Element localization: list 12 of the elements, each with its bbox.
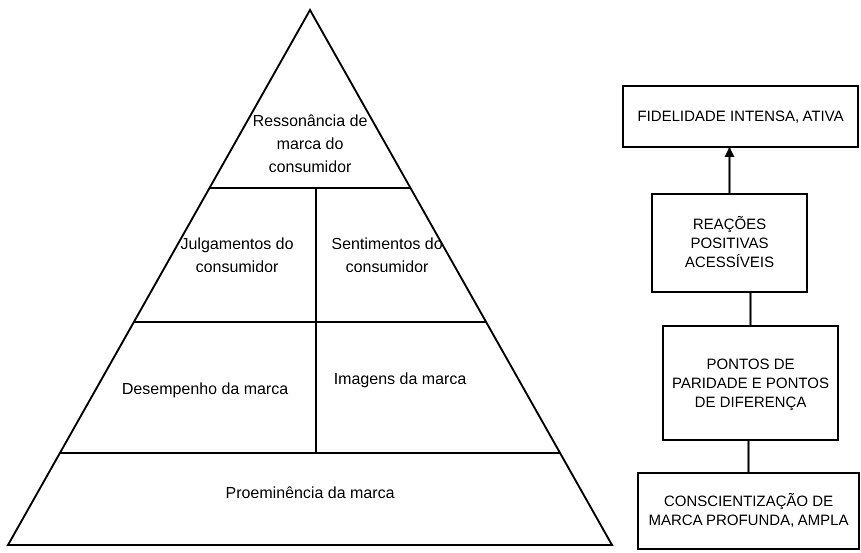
pyramid-tier-label: Julgamentos do consumidor bbox=[160, 232, 314, 280]
arrow bbox=[724, 147, 734, 193]
pyramid-tier-label: Imagens da marca bbox=[325, 355, 475, 403]
connector-line bbox=[750, 293, 752, 325]
stage-box: FIDELIDADE INTENSA, ATIVA bbox=[622, 85, 859, 148]
stage-box: CONSCIENTIZAÇÃO DE MARCA PROFUNDA, AMPLA bbox=[637, 472, 860, 550]
stage-box: PONTOS DE PARIDADE E PONTOS DE DIFERENÇA bbox=[662, 325, 839, 441]
pyramid-tier-label: Proeminência da marca bbox=[150, 480, 470, 506]
pyramid-tier-label: Ressonância de marca do consumidor bbox=[240, 108, 380, 180]
pyramid-tier-label: Desempenho da marca bbox=[110, 365, 300, 413]
stage-box: REAÇÕES POSITIVAS ACESSÍVEIS bbox=[651, 193, 808, 293]
connector-line bbox=[748, 441, 750, 472]
